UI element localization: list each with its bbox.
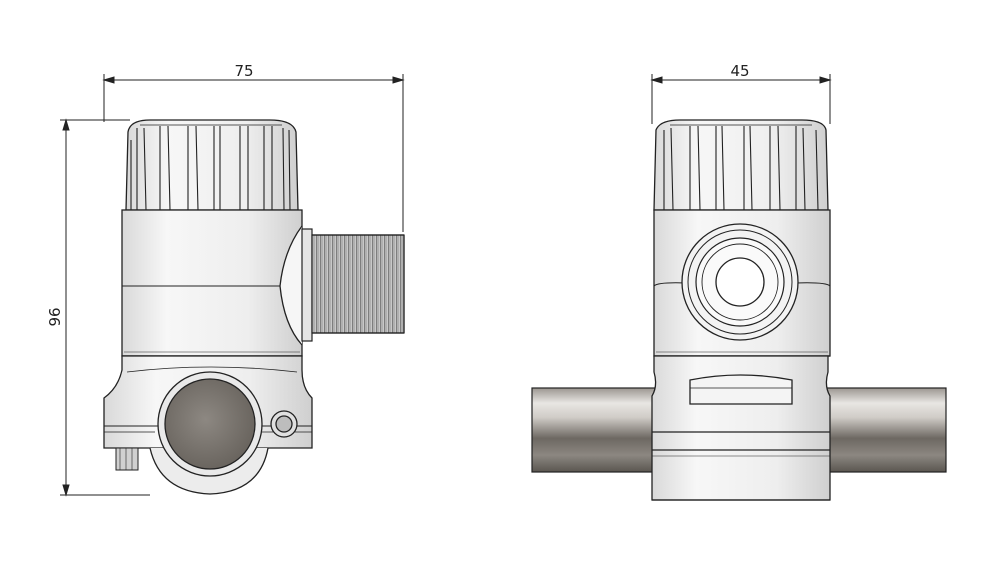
front-port [681,223,799,341]
side-clamp [115,371,298,495]
front-clamp [651,355,831,501]
dimension-side-height [60,118,150,497]
dimension-label-side-width: 75 [234,62,253,80]
side-view: 75 96 [46,62,405,497]
front-view: 45 [531,62,947,501]
side-knob [125,119,299,211]
dimension-label-side-height: 96 [46,307,64,326]
side-thread-fitting [301,228,405,342]
dimension-front-width [650,74,832,124]
dimension-label-front-width: 45 [730,62,749,80]
front-knob [653,119,829,211]
side-body [121,209,303,357]
dimension-side-width [102,74,405,232]
